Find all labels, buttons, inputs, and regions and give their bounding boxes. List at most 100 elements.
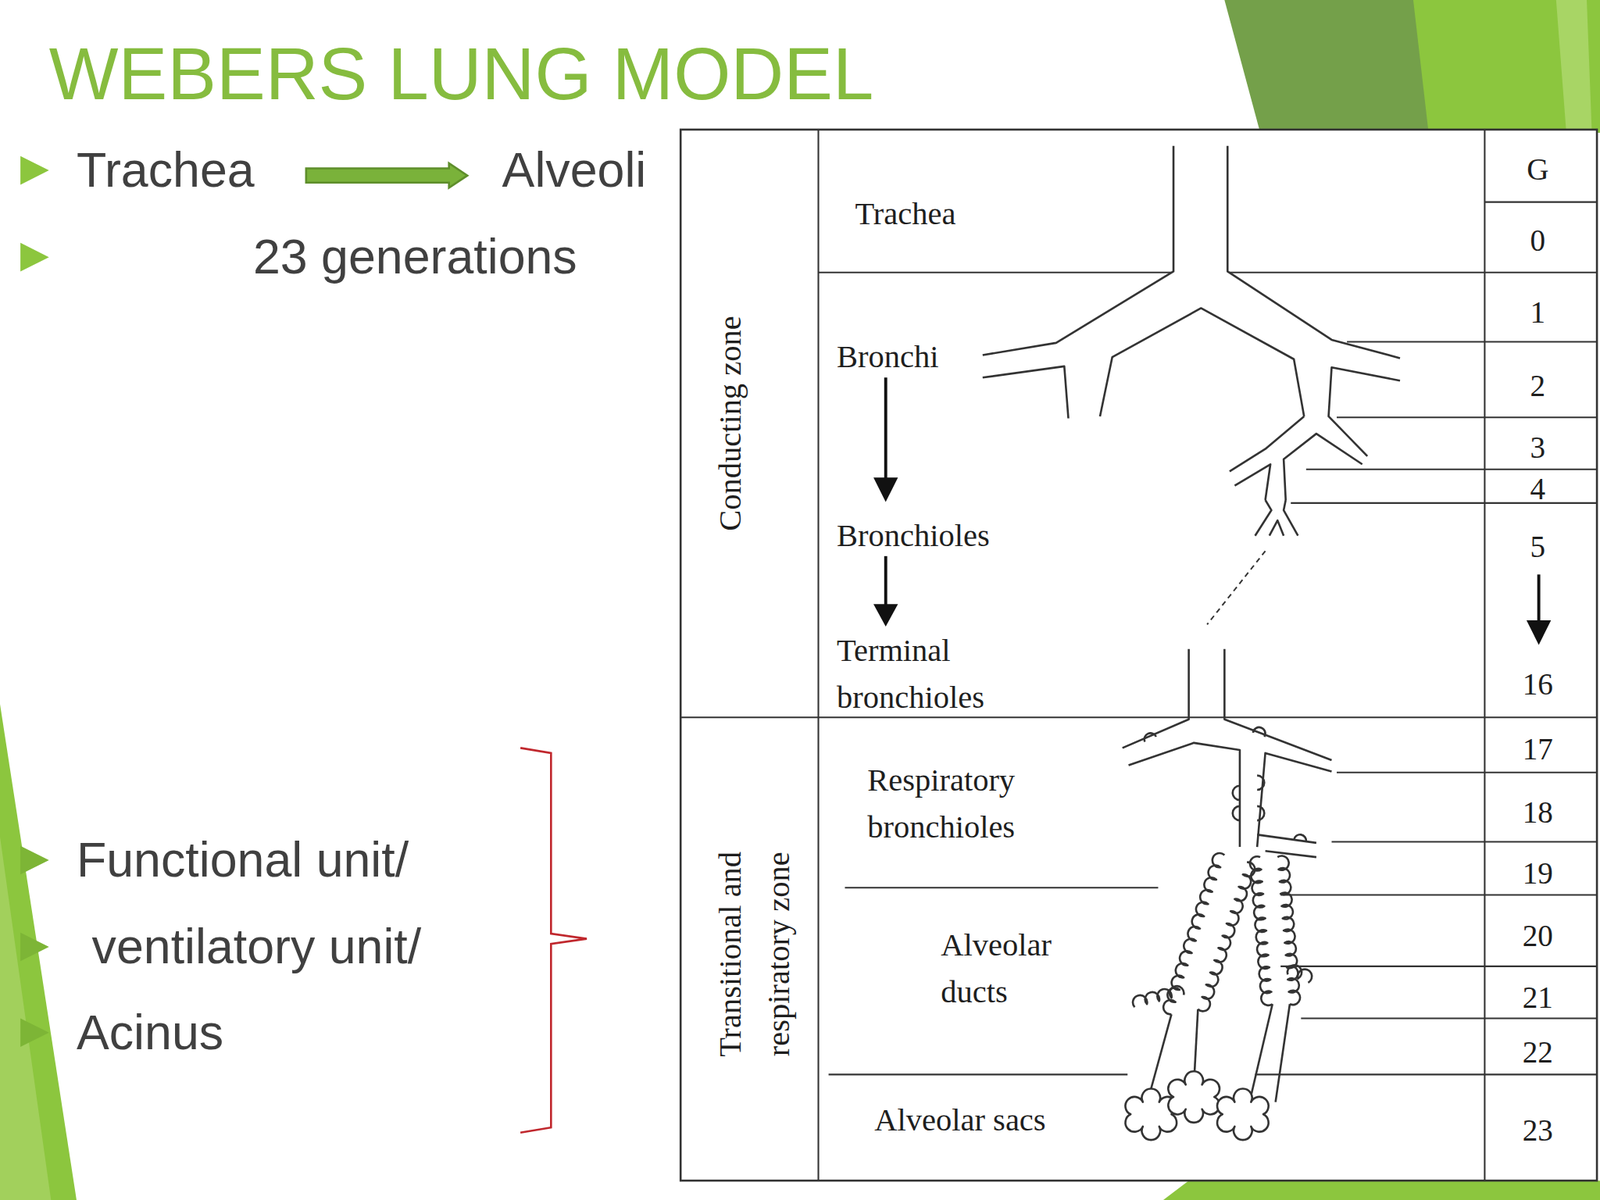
bullet-text: Acinus bbox=[76, 1003, 224, 1062]
airway-label: Alveolar sacs bbox=[874, 1096, 1046, 1145]
generation-number: 18 bbox=[1492, 791, 1585, 832]
airway-wall bbox=[1265, 850, 1317, 858]
airway-wall bbox=[1234, 464, 1271, 500]
bullet-text: Functional unit/ bbox=[76, 830, 409, 890]
airway-wall bbox=[1257, 753, 1332, 847]
generation-number: 3 bbox=[1492, 427, 1585, 468]
column-line bbox=[1483, 129, 1486, 1181]
leader-line bbox=[1300, 1017, 1597, 1019]
arrow-head bbox=[873, 477, 898, 502]
airway-label: Respiratory bronchioles bbox=[867, 757, 1041, 852]
arrow-head bbox=[1526, 620, 1551, 645]
flow-arrows bbox=[873, 377, 1551, 645]
airway-wall bbox=[982, 146, 1174, 356]
bracket bbox=[520, 747, 587, 1133]
alveolus bbox=[1293, 834, 1307, 842]
airway-wall bbox=[1122, 649, 1190, 749]
airway-label: Alveolar ducts bbox=[940, 921, 1074, 1016]
airway-wall bbox=[1257, 834, 1317, 843]
alveolar-sac bbox=[1217, 1088, 1269, 1140]
airway-wall bbox=[1328, 367, 1400, 457]
alveolus bbox=[1257, 775, 1265, 790]
airway-label: Trachea bbox=[855, 190, 957, 239]
airway-wall bbox=[1227, 146, 1400, 359]
leader-line bbox=[1280, 965, 1597, 968]
bullet-text: 23 generations bbox=[253, 228, 578, 287]
row-line bbox=[828, 1073, 1129, 1075]
leader-line bbox=[1280, 893, 1597, 896]
alveolar-sac bbox=[1125, 1088, 1177, 1140]
row-line bbox=[680, 716, 1597, 718]
bullet-marker bbox=[20, 932, 50, 962]
leader-line bbox=[1290, 502, 1597, 504]
airway-wall bbox=[1283, 500, 1298, 536]
bullet-text: ventilatory unit/ bbox=[92, 917, 422, 976]
alveolus bbox=[1257, 806, 1265, 821]
leader-line bbox=[1306, 468, 1597, 471]
table-lines bbox=[680, 129, 1597, 1181]
dashed-continuation bbox=[1207, 550, 1265, 625]
bottom-decoration bbox=[1163, 1180, 1600, 1200]
airway-tree bbox=[982, 146, 1400, 1140]
arrow-shaft bbox=[1537, 574, 1541, 625]
airway-wall bbox=[982, 366, 1069, 419]
alveolar-sac bbox=[1167, 1071, 1220, 1123]
side-decoration bbox=[0, 836, 51, 1200]
row-line bbox=[1229, 271, 1597, 274]
airway-label: Bronchi bbox=[836, 333, 939, 382]
alveolar-duct-wall bbox=[1277, 855, 1300, 1005]
airway-wall bbox=[1255, 500, 1272, 536]
bullet-marker bbox=[20, 846, 50, 875]
leader-line bbox=[1346, 341, 1597, 343]
zone-label: Transitional and respiratory zone bbox=[704, 844, 804, 1065]
corner-decoration bbox=[1413, 0, 1600, 133]
arrow-shaft bbox=[884, 377, 888, 482]
alveolus bbox=[1232, 785, 1240, 800]
generation-number: 16 bbox=[1492, 664, 1585, 704]
slide-title: WEBERS LUNG MODEL bbox=[49, 36, 875, 111]
generation-number: 5 bbox=[1492, 525, 1585, 566]
alveolar-duct-wall bbox=[1132, 985, 1184, 1008]
airway-wall bbox=[1283, 433, 1363, 500]
alveolar-duct-wall bbox=[1197, 862, 1255, 1012]
leader-line bbox=[1255, 1073, 1598, 1075]
row-line bbox=[1484, 201, 1597, 204]
airway-wall bbox=[1250, 1003, 1273, 1100]
bullet-marker bbox=[20, 156, 50, 186]
alveolar-duct-wall bbox=[1287, 964, 1312, 983]
generation-number: 2 bbox=[1492, 364, 1585, 405]
alveolus bbox=[1232, 806, 1240, 821]
bullet-text: Trachea bbox=[76, 140, 255, 200]
zone-label: Conducting zone bbox=[706, 290, 756, 557]
airway-wall bbox=[1128, 742, 1240, 847]
row-line bbox=[844, 886, 1158, 889]
bullet-text: Alveoli bbox=[502, 140, 647, 200]
corner-decoration bbox=[1556, 0, 1593, 133]
flow-arrow bbox=[306, 163, 468, 188]
arrow-head bbox=[873, 603, 898, 627]
corner-decoration bbox=[1224, 0, 1600, 133]
leader-line bbox=[1336, 416, 1597, 418]
airway-wall bbox=[1100, 307, 1304, 416]
alveolus bbox=[1253, 727, 1266, 737]
generation-number: 20 bbox=[1492, 914, 1585, 955]
leader-line bbox=[1331, 841, 1597, 843]
airway-label: Bronchioles bbox=[836, 511, 990, 560]
bullet-marker bbox=[20, 242, 50, 272]
arrow-shaft bbox=[884, 556, 888, 609]
row-line bbox=[818, 271, 1172, 274]
airway-wall bbox=[1224, 649, 1332, 761]
generation-number: 0 bbox=[1492, 219, 1585, 260]
airway-label: Terminal bronchioles bbox=[836, 627, 1011, 722]
generation-number: 19 bbox=[1492, 852, 1585, 893]
generation-number: 22 bbox=[1492, 1031, 1585, 1072]
column-line bbox=[817, 129, 819, 1181]
alveolar-duct-wall bbox=[1163, 853, 1225, 1015]
figure-frame bbox=[680, 129, 1597, 1181]
generation-number: 23 bbox=[1492, 1109, 1585, 1150]
leader-line bbox=[1336, 771, 1597, 774]
airway-wall bbox=[1269, 520, 1284, 536]
alveolus bbox=[1144, 732, 1157, 742]
generation-number: 1 bbox=[1492, 291, 1585, 332]
